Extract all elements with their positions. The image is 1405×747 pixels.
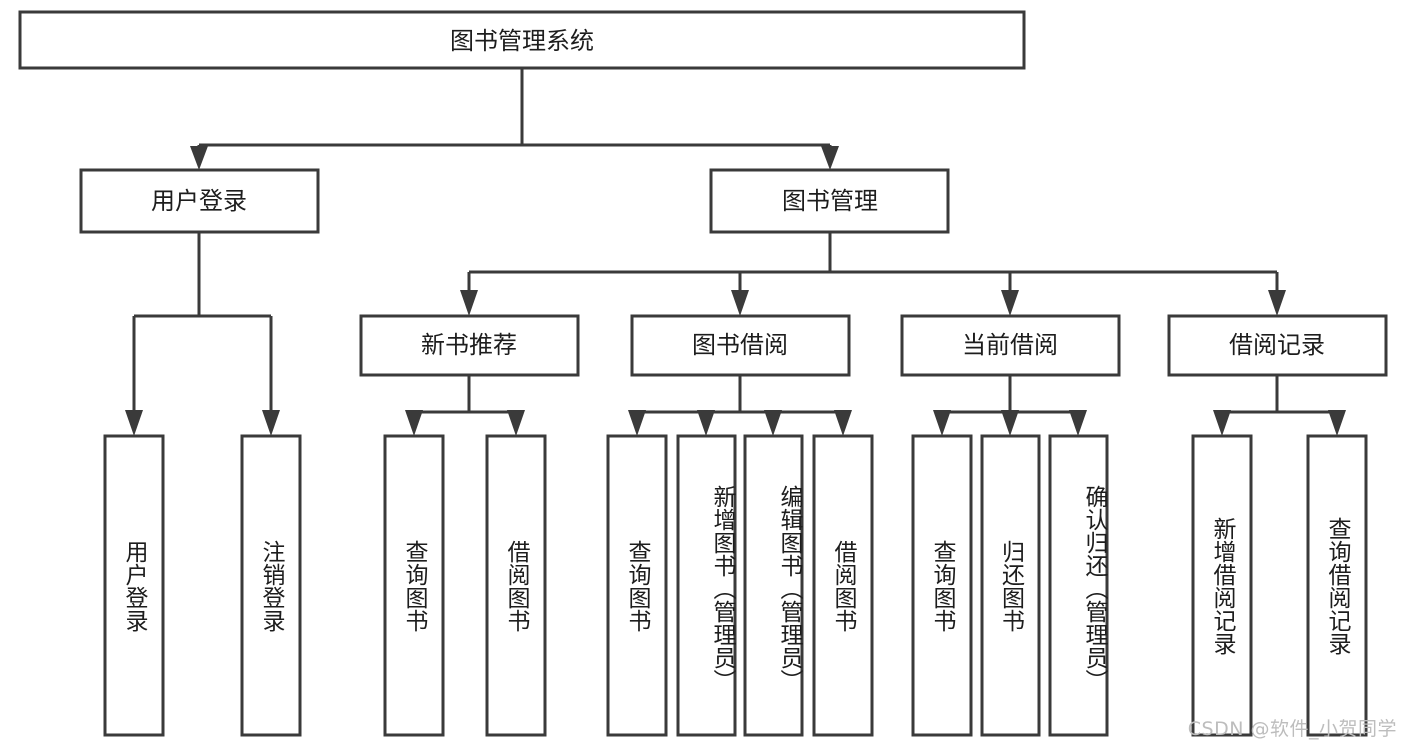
node-book-manage-label: 图书管理 — [782, 187, 878, 215]
connector-group-book-borrow — [628, 375, 852, 436]
node-user-login[interactable]: 用户登录 — [79, 168, 320, 234]
node-borrow-record-box[interactable] — [1167, 314, 1388, 377]
node-leaf-edit-book-box[interactable] — [743, 434, 804, 737]
node-leaf-query-book-1-box[interactable] — [383, 434, 445, 737]
node-root[interactable]: 图书管理系统 — [18, 10, 1026, 70]
connector-group-current-borrow — [933, 375, 1087, 436]
arrow-head-current-borrow — [1001, 290, 1019, 316]
arrow-head-book-manage — [821, 146, 839, 170]
node-current-borrow-box[interactable] — [900, 314, 1121, 377]
node-root-box[interactable] — [18, 10, 1026, 70]
connector-group-borrow-record — [1213, 375, 1346, 436]
node-leaf-query-book-2-box[interactable] — [606, 434, 668, 737]
node-leaf-borrow-book-1-box[interactable] — [485, 434, 547, 737]
arrow-head-leaf-query-book-3 — [933, 410, 951, 436]
csdn-watermark: CSDN @软件_小贺同学 — [1187, 718, 1397, 740]
node-new-book-rec-label: 新书推荐 — [421, 331, 517, 359]
arrow-head-leaf-query-book-1 — [405, 410, 423, 436]
arrow-head-leaf-user-login — [125, 410, 143, 436]
node-borrow-record-label: 借阅记录 — [1229, 331, 1325, 359]
node-leaf-confirm-return-box[interactable] — [1048, 434, 1109, 737]
arrow-head-leaf-borrow-book-2 — [834, 410, 852, 436]
node-book-borrow-box[interactable] — [630, 314, 851, 377]
node-new-book-rec[interactable]: 新书推荐 — [359, 314, 580, 377]
arrow-head-book-borrow — [731, 290, 749, 316]
arrow-head-borrow-record — [1268, 290, 1286, 316]
node-book-borrow-label: 图书借阅 — [692, 331, 788, 359]
arrow-head-leaf-query-book-2 — [628, 410, 646, 436]
node-new-book-rec-box[interactable] — [359, 314, 580, 377]
node-leaf-user-login-box[interactable] — [103, 434, 165, 737]
connector-group-user-login — [125, 232, 280, 436]
node-leaf-query-record-box[interactable] — [1306, 434, 1368, 737]
node-book-manage[interactable]: 图书管理 — [709, 168, 950, 234]
node-current-borrow-label: 当前借阅 — [962, 331, 1058, 359]
node-leaf-query-book-3-box[interactable] — [911, 434, 973, 737]
arrow-head-user-login — [190, 146, 208, 170]
arrow-head-leaf-add-book — [697, 410, 715, 436]
node-book-manage-box[interactable] — [709, 168, 950, 234]
connector-group-root — [190, 68, 839, 170]
node-borrow-record[interactable]: 借阅记录 — [1167, 314, 1388, 377]
arrow-head-leaf-borrow-book-1 — [507, 410, 525, 436]
node-leaf-borrow-book-2-box[interactable] — [812, 434, 874, 737]
node-current-borrow[interactable]: 当前借阅 — [900, 314, 1121, 377]
node-user-login-box[interactable] — [79, 168, 320, 234]
arrow-head-new-book-rec — [460, 290, 478, 316]
connector-group-new-book-rec — [405, 375, 525, 436]
connector-group-book-manage — [460, 232, 1286, 316]
arrow-head-leaf-edit-book — [764, 410, 782, 436]
node-leaf-add-book-box[interactable] — [676, 434, 737, 737]
node-root-label: 图书管理系统 — [450, 27, 594, 55]
arrow-head-leaf-logout — [262, 410, 280, 436]
node-book-borrow[interactable]: 图书借阅 — [630, 314, 851, 377]
node-leaf-add-record-box[interactable] — [1191, 434, 1253, 737]
node-user-login-label: 用户登录 — [151, 187, 247, 215]
arrow-head-leaf-add-record — [1213, 410, 1231, 436]
arrow-head-leaf-query-record — [1328, 410, 1346, 436]
node-leaf-logout-box[interactable] — [240, 434, 302, 737]
arrow-head-leaf-return-book — [1001, 410, 1019, 436]
node-leaf-return-book-box[interactable] — [980, 434, 1041, 737]
arrow-head-leaf-confirm-return — [1069, 410, 1087, 436]
